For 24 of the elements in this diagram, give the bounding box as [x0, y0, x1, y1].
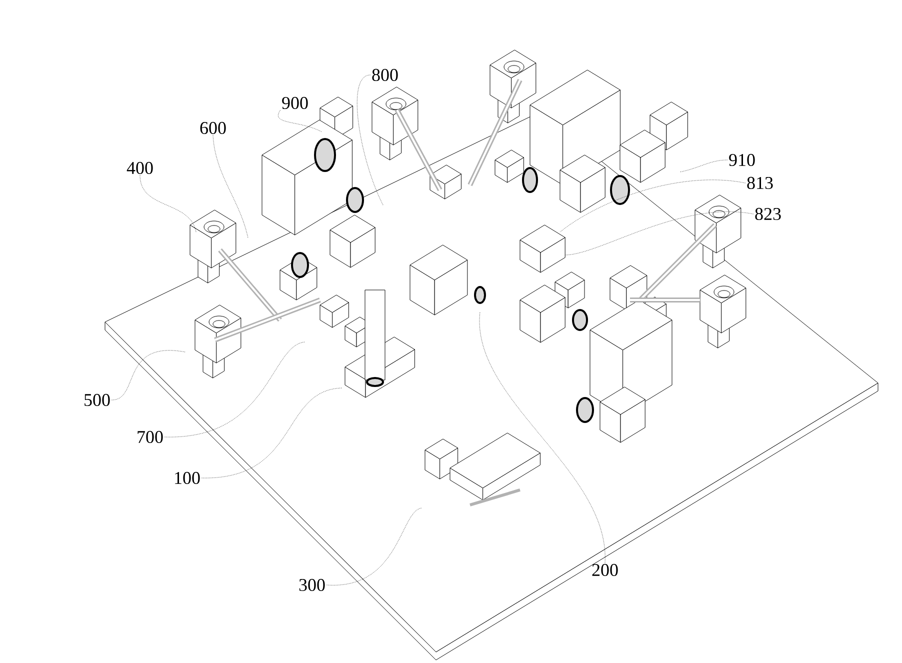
callout-number: 200: [592, 564, 618, 576]
callout-number: 400: [126, 162, 153, 174]
leader-line: [680, 160, 728, 172]
leader-line: [140, 175, 196, 232]
callout-number: 900: [282, 96, 308, 110]
leader-line: [212, 135, 248, 238]
callout-number: 100: [175, 472, 200, 484]
callout-number: 500: [84, 394, 110, 406]
leader-line: [560, 180, 746, 232]
leader-line: [564, 212, 754, 256]
leader-line: [480, 312, 606, 563]
callout-number: 813: [747, 176, 773, 190]
leader-line: [278, 110, 322, 132]
leader-line: [202, 388, 342, 478]
leader-line: [112, 350, 186, 400]
callout-number: 800: [372, 68, 398, 82]
callout-number: 823: [755, 208, 781, 220]
callout-number: 600: [200, 122, 226, 134]
leader-line: [356, 74, 384, 206]
callout-number: 300: [299, 578, 325, 592]
callout-number: 700: [138, 430, 163, 444]
leader-line: [326, 508, 422, 586]
callout-number: 910: [729, 154, 755, 166]
leader-line: [164, 342, 306, 438]
